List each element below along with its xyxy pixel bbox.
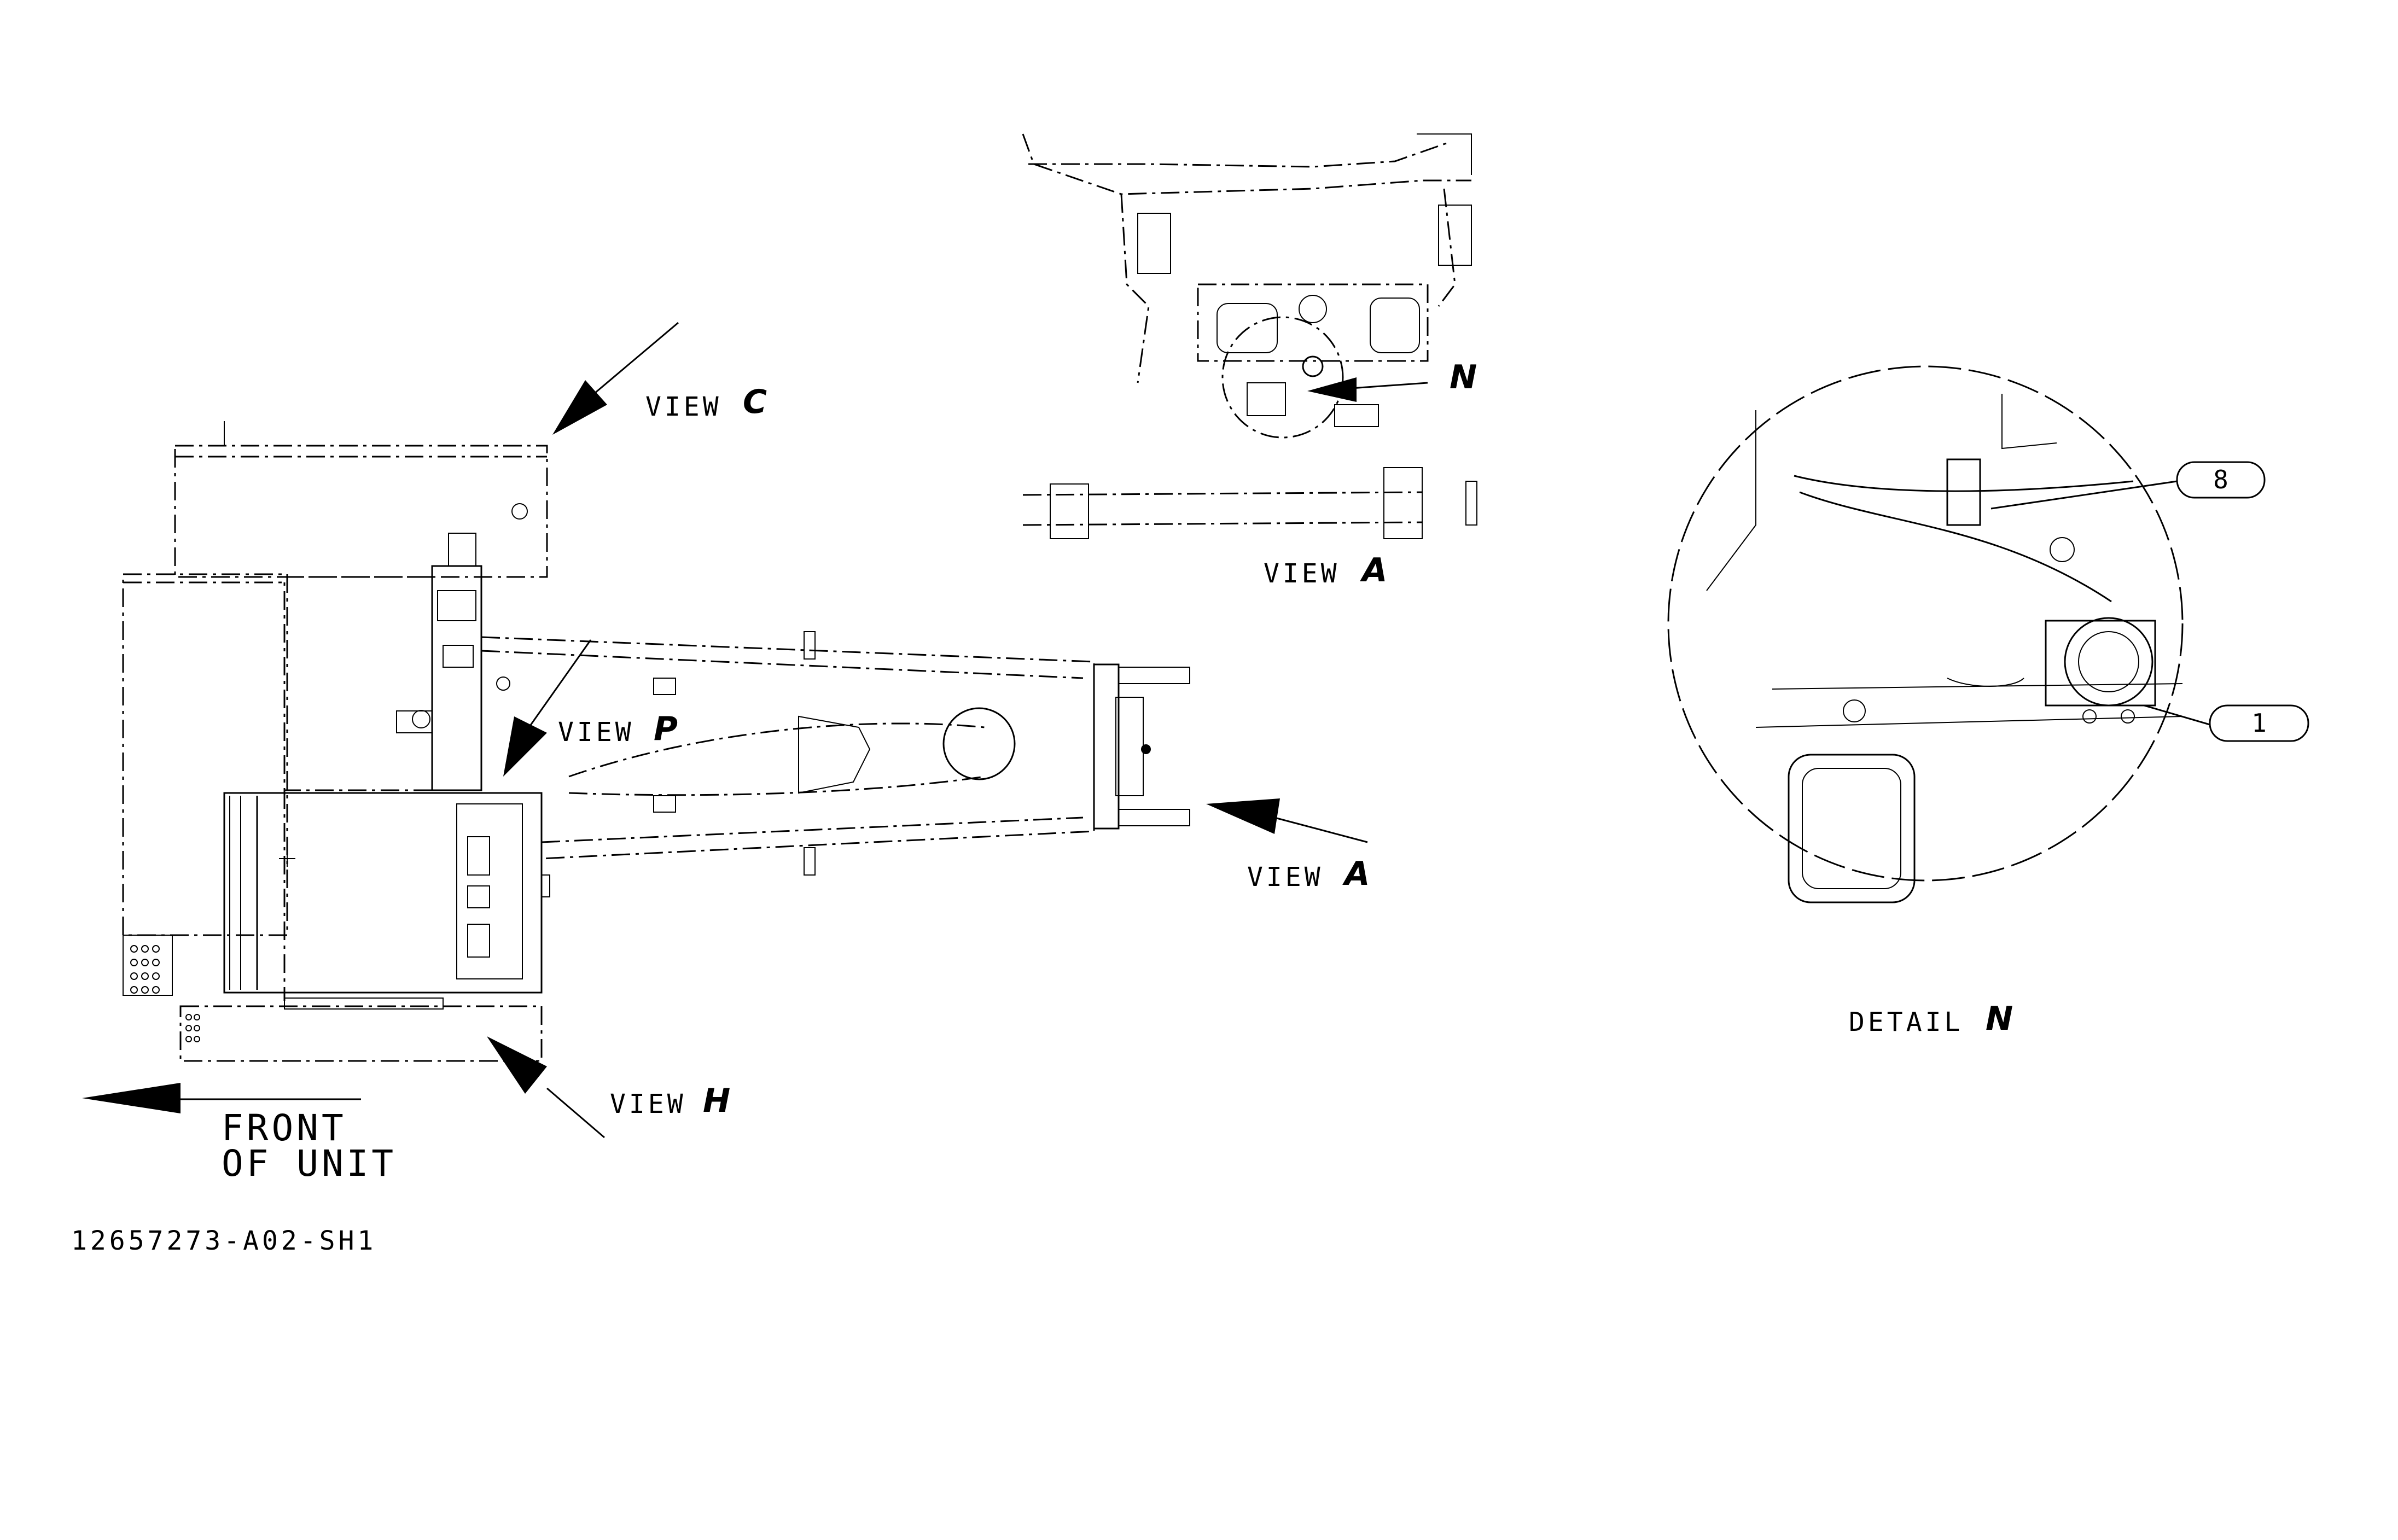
upper-box (174, 445, 548, 578)
front-label-line2: OF UNIT (222, 1142, 397, 1185)
base-vent (185, 1014, 200, 1042)
lower-box (223, 792, 543, 994)
callout-8: 8 (1990, 461, 2266, 510)
view-a-letter: A (1342, 855, 1370, 893)
detail-n-letter: N (1986, 1000, 2013, 1038)
view-a-arrow (1206, 798, 1368, 843)
view-c-word: VIEW (645, 392, 722, 422)
base-plate (179, 1005, 543, 1062)
view-p-word: VIEW (558, 717, 635, 748)
main-assembly-view (122, 421, 1190, 1062)
detail-n (1667, 365, 2184, 903)
vertical-column (431, 565, 482, 791)
inset-view-a-word: VIEW (1264, 558, 1340, 589)
front-label-line1: FRONT (222, 1107, 347, 1149)
view-a-word: VIEW (1247, 862, 1324, 892)
inset-n-letter: N (1450, 358, 1477, 396)
view-p-arrow (503, 639, 592, 777)
inset-view-a-letter: A (1360, 551, 1387, 590)
boom-head (1093, 663, 1190, 830)
boom-arm (481, 631, 1095, 876)
callout-8-label: 8 (2213, 465, 2228, 494)
front-of-unit-arrow (82, 1083, 361, 1113)
detail-n-boundary (1667, 365, 2184, 882)
left-body (122, 573, 288, 936)
view-h-word: VIEW (610, 1089, 686, 1119)
detail-n-word: DETAIL (1849, 1007, 1963, 1037)
view-a-inset (1022, 133, 1477, 539)
callout-1: 1 (2144, 704, 2309, 742)
center-plate (283, 576, 433, 791)
view-c-arrow (552, 322, 679, 435)
drawing-number: 12657273-A02-SH1 (71, 1226, 376, 1256)
view-c-letter: C (743, 383, 767, 421)
vent-grille (130, 945, 160, 994)
view-h-arrow (487, 1036, 605, 1139)
view-h-letter: H (703, 1082, 730, 1120)
view-p-letter: P (654, 710, 678, 748)
callout-1-label: 1 (2251, 708, 2267, 738)
